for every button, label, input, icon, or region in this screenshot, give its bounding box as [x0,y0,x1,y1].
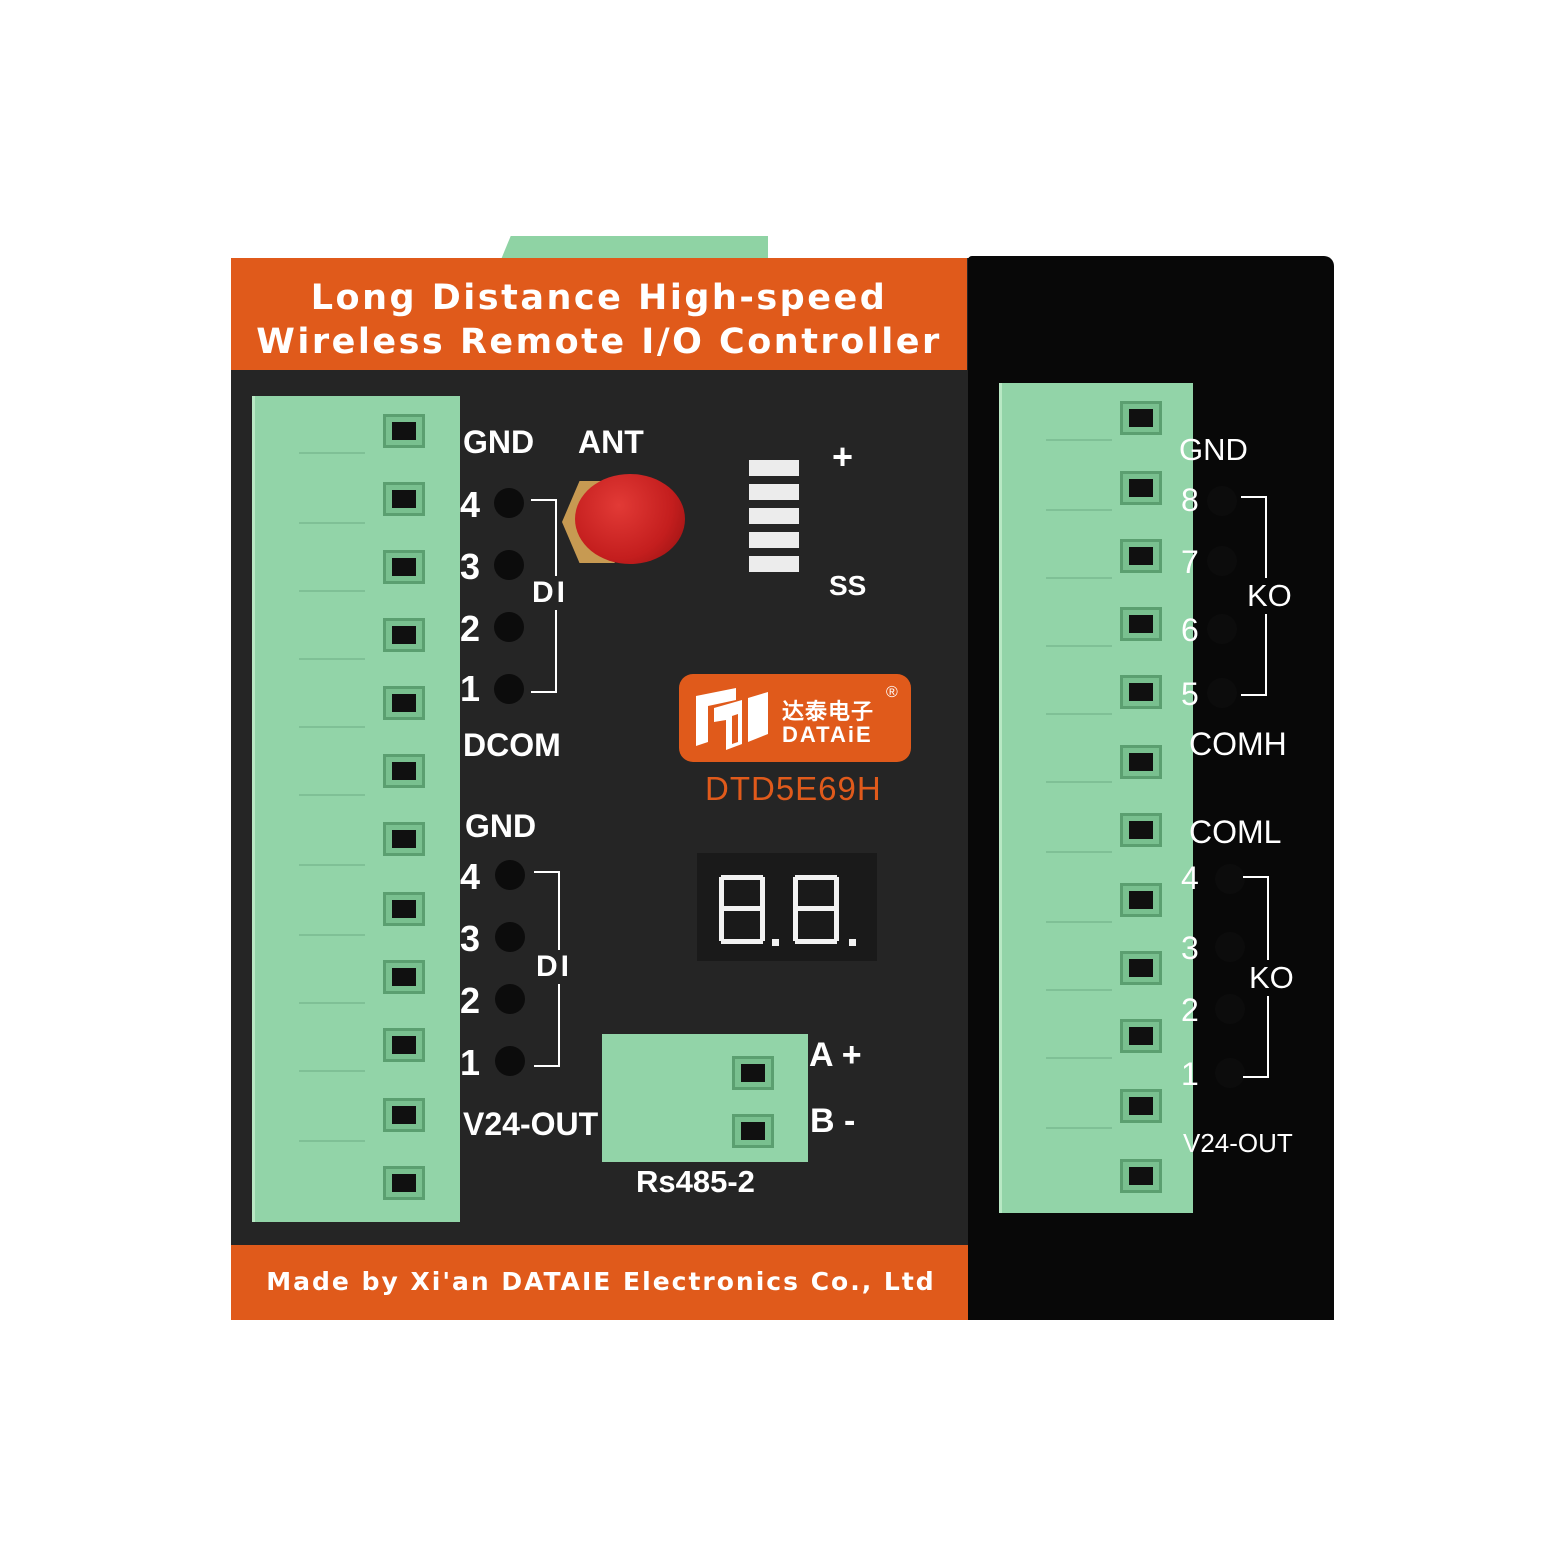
terminal-screw-hole[interactable] [383,1098,425,1132]
terminal-screw-hole[interactable] [383,754,425,788]
brand-name-cn: 达泰电子 [782,700,875,725]
label-ko-4: 4 [1181,860,1199,896]
seven-segment-display [697,853,877,961]
registered-mark: ® [886,684,898,701]
terminal-screw-hole[interactable] [383,1166,425,1200]
indicator-led [494,488,524,518]
footer-text: Made by Xi'an DATAIE Electronics Co., Lt… [266,1267,936,1296]
terminal-screw-hole[interactable] [1120,883,1162,917]
header-band: Long Distance High-speed Wireless Remote… [231,258,967,370]
signal-bar [749,460,799,476]
terminal-screw-hole[interactable] [1120,813,1162,847]
label-gnd-lower: GND [465,808,537,844]
signal-ss-label: SS [829,570,867,601]
indicator-led [1207,486,1237,516]
terminal-screw-hole[interactable] [732,1056,774,1090]
antenna-connector[interactable] [575,474,685,564]
label-di-4: 4 [460,484,481,525]
label-coml: COML [1189,814,1282,850]
label-ko-6: 6 [1181,612,1199,648]
rs485-terminal-block [602,1034,808,1162]
footer-band: Made by Xi'an DATAIE Electronics Co., Lt… [231,1245,971,1320]
label-di-2: 2 [460,608,481,649]
terminal-screw-hole[interactable] [1120,1019,1162,1053]
terminal-screw-hole[interactable] [383,892,425,926]
label-di-4-lower: 4 [460,856,481,897]
indicator-led [495,860,525,890]
model-number: DTD5E69H [705,770,882,807]
indicator-led [1215,864,1245,894]
indicator-led [1215,932,1245,962]
label-gnd: GND [463,424,535,460]
terminal-screw-hole[interactable] [1120,471,1162,505]
label-comh: COMH [1189,726,1287,762]
label-ko-group-upper: KO [1247,578,1292,614]
right-label-area: GND 8 7 6 5 KO COMH COML 4 3 2 1 KO V24-… [1179,420,1334,1180]
terminal-screw-hole[interactable] [1120,401,1162,435]
header-title-line1: Long Distance High-speed [310,278,888,318]
indicator-led [1207,678,1237,708]
terminal-screw-hole[interactable] [1120,675,1162,709]
indicator-led [1215,1058,1245,1088]
label-ko-5: 5 [1181,676,1199,712]
indicator-led [494,612,524,642]
terminal-screw-hole[interactable] [383,618,425,652]
indicator-led [1207,546,1237,576]
indicator-led [1215,994,1245,1024]
terminal-screw-hole[interactable] [1120,607,1162,641]
label-ko-3: 3 [1181,930,1199,966]
indicator-led [495,922,525,952]
terminal-screw-hole[interactable] [383,1028,425,1062]
indicator-led [495,1046,525,1076]
terminal-screw-hole[interactable] [383,550,425,584]
label-ko-7: 7 [1181,544,1199,580]
brand-logo-icon [696,688,768,750]
label-di-2-lower: 2 [460,980,481,1021]
indicator-led [1207,614,1237,644]
indicator-led [494,674,524,704]
top-connector-clip [500,236,768,262]
terminal-screw-hole[interactable] [1120,1089,1162,1123]
label-di-group-lower: DI [534,950,574,984]
indicator-led [495,984,525,1014]
terminal-screw-hole[interactable] [383,414,425,448]
label-ko-1: 1 [1181,1056,1199,1092]
signal-bar [749,556,799,572]
rs485-b-label: B - [810,1102,856,1140]
terminal-screw-hole[interactable] [383,822,425,856]
terminal-screw-hole[interactable] [1120,1159,1162,1193]
left-terminal-block [252,396,460,1222]
label-ko-2: 2 [1181,992,1199,1028]
terminal-screw-hole[interactable] [1120,745,1162,779]
label-ko-8: 8 [1181,482,1199,518]
label-di-3: 3 [460,546,481,587]
brand-name-en: DATAiE [782,722,873,747]
label-di-1: 1 [460,668,481,709]
terminal-screw-hole[interactable] [732,1114,774,1148]
label-di-group: DI [530,576,570,610]
terminal-screw-hole[interactable] [1120,539,1162,573]
signal-bar [749,532,799,548]
label-gnd-right: GND [1179,432,1248,467]
header-title-line2: Wireless Remote I/O Controller [256,322,942,362]
terminal-screw-hole[interactable] [1120,951,1162,985]
indicator-led [494,550,524,580]
signal-bar [749,484,799,500]
label-v24-out-right: V24-OUT [1183,1128,1293,1158]
terminal-screw-hole[interactable] [383,482,425,516]
terminal-screw-hole[interactable] [383,960,425,994]
label-di-1-lower: 1 [460,1042,481,1083]
signal-bar [749,508,799,524]
signal-plus-label: + [832,436,854,477]
label-ant: ANT [578,424,644,460]
label-v24-out: V24-OUT [463,1106,599,1142]
rs485-port-label: Rs485-2 [636,1164,755,1199]
label-ko-group-lower: KO [1249,960,1294,996]
terminal-screw-hole[interactable] [383,686,425,720]
label-dcom: DCOM [463,727,561,763]
label-di-3-lower: 3 [460,918,481,959]
right-terminal-block [999,383,1193,1213]
rs485-a-label: A + [809,1036,862,1074]
